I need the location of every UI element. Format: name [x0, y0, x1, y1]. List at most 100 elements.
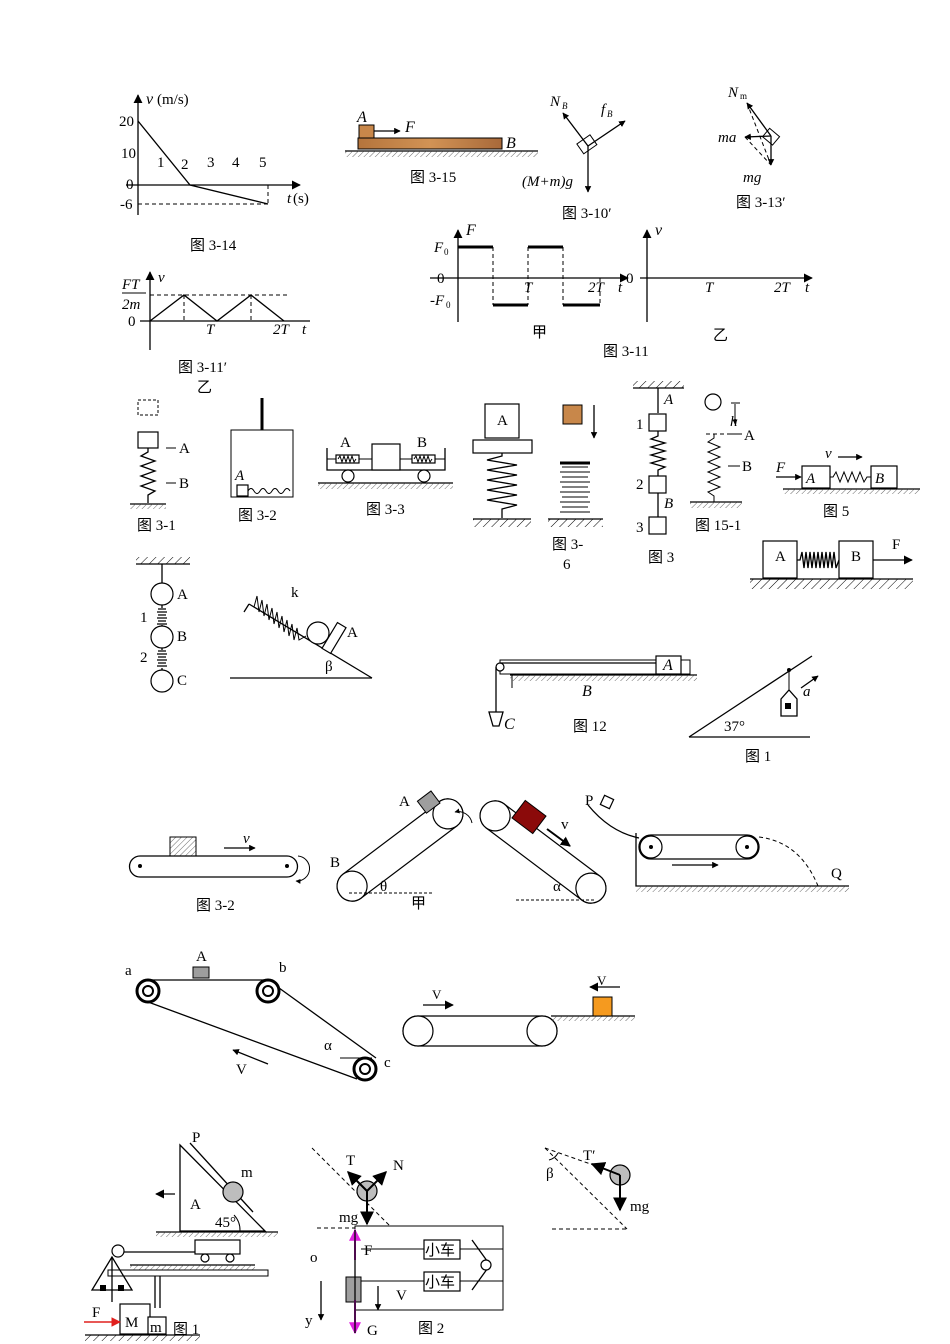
label-2m: 2m — [122, 297, 141, 313]
label-a: A — [234, 468, 245, 484]
label-a: A — [805, 471, 816, 487]
caption-1-pulley: 图 1 — [173, 1321, 199, 1338]
label-b: b — [279, 960, 287, 976]
label-F0: F — [433, 240, 444, 256]
figure-conveyor-orange: V V — [402, 973, 635, 1047]
label-v: v — [561, 817, 569, 833]
svg-text:0: 0 — [446, 300, 451, 310]
figure-15-1: h A B 图 15-1 — [690, 393, 755, 534]
label-0-jia: 0 — [437, 271, 445, 287]
label-v-block: V — [597, 973, 607, 988]
label-a: A — [340, 435, 351, 451]
figure-ab-spring-force: A B F — [750, 537, 913, 589]
figure-jia-conveyors: A B θ v α 甲 — [330, 790, 607, 912]
figure-incline-spring: k A β — [230, 585, 373, 679]
tick-x-1: 1 — [157, 155, 165, 171]
label-jia: 甲 — [532, 325, 547, 341]
caption-1-incline: 图 1 — [745, 748, 771, 765]
figure-3-2-container: A 图 3-2 — [230, 398, 294, 524]
label-beta: β — [546, 1166, 554, 1182]
label-a: A — [399, 794, 410, 810]
label-b: B — [330, 855, 340, 871]
label-G: G — [367, 1323, 378, 1339]
label-2T-jia: 2T — [588, 280, 606, 296]
label-f: F — [92, 1305, 100, 1321]
label-v-belt: V — [432, 987, 442, 1002]
label-1: 1 — [636, 417, 644, 433]
label-0-yi: 0 — [626, 271, 634, 287]
figure-3-hanging: A 1 2 B 3 图 3 — [633, 381, 684, 566]
label-t: t — [302, 322, 307, 338]
label-ma: ma — [718, 130, 736, 146]
label-a: A — [356, 109, 367, 126]
axis-label-t-unit: (s) — [293, 191, 309, 207]
label-alpha: α — [553, 879, 561, 895]
axis-label-v-unit: (m/s) — [157, 92, 189, 108]
label-b: B — [582, 683, 592, 700]
label-car2: 小车 — [425, 1274, 455, 1291]
caption-3-6a: 图 3- — [552, 536, 583, 553]
label-yi: 乙 — [713, 328, 728, 344]
label-T: T — [206, 322, 216, 338]
caption-3-11-prime: 图 3-11′ — [178, 359, 227, 376]
label-a: A — [179, 441, 190, 457]
label-mF0: -F — [430, 293, 445, 309]
figure-3-3: A B 图 3-3 — [318, 435, 453, 518]
label-2: 2 — [140, 650, 148, 666]
figure-wedge: P m A 45° — [155, 1130, 278, 1237]
label-b: B — [742, 459, 752, 475]
label-b: B — [417, 435, 427, 451]
label-beta: β — [325, 659, 333, 675]
caption-15-1: 图 15-1 — [695, 517, 741, 534]
caption-3-15: 图 3-15 — [410, 169, 456, 186]
caption-3-13: 图 3-13′ — [736, 194, 786, 211]
label-b: B — [875, 471, 884, 487]
figure-3-11: F F 0 0 -F 0 T 2T t 甲 v 0 T 2T t 乙 图 3-1… — [430, 222, 813, 360]
figure-2: T N mg F 小车 小车 o y V G 图 2 — [305, 1147, 504, 1339]
axis-label-v: v — [146, 91, 154, 108]
figure-3-13-prime: N m ma mg 图 3-13′ — [718, 85, 786, 211]
label-T: T — [346, 1153, 355, 1169]
label-car1: 小车 — [425, 1242, 455, 1259]
label-F: F — [465, 222, 476, 239]
label-a: A — [744, 428, 755, 444]
caption-2: 图 2 — [418, 1320, 444, 1337]
label-2: 2 — [636, 477, 644, 493]
label-f: F — [404, 119, 415, 136]
label-a-small: a — [125, 963, 132, 979]
label-T-yi: T — [705, 280, 715, 296]
label-1: 1 — [140, 610, 148, 626]
label-T: T′ — [583, 1148, 595, 1164]
caption-3-6b: 6 — [563, 557, 571, 573]
label-b: B — [177, 629, 187, 645]
tick-20: 20 — [119, 114, 134, 130]
label-V: V — [396, 1288, 407, 1304]
figure-pq-belt: P Q — [585, 793, 849, 892]
label-a: A — [497, 413, 508, 429]
caption-5: 图 5 — [823, 503, 849, 520]
figure-12: A B C 图 12 — [488, 655, 697, 735]
label-c: c — [384, 1055, 391, 1071]
label-a: A — [190, 1197, 201, 1213]
velocity-line — [137, 120, 269, 205]
tick-minus6: -6 — [120, 197, 133, 213]
figure-3-1: A B 图 3-1 — [130, 399, 190, 534]
figure-abc-balls: A 1 B 2 C — [136, 557, 190, 693]
sub-yi: 乙 — [197, 380, 212, 396]
label-q: Q — [831, 866, 842, 882]
caption-3-2-conveyor: 图 3-2 — [196, 897, 235, 914]
label-45: 45° — [215, 1215, 236, 1231]
label-v-yi: v — [655, 222, 663, 239]
label-T-jia: T — [524, 280, 534, 296]
label-c: C — [177, 673, 187, 689]
figure-3-11-prime: FT 2m v 0 T 2T t 图 3-11′ 乙 — [121, 270, 310, 396]
label-b: B — [179, 476, 189, 492]
label-h: h — [730, 414, 738, 430]
label-ft: FT — [121, 277, 141, 293]
label-3: 3 — [636, 520, 644, 536]
label-nm: N — [727, 85, 739, 101]
label-0: 0 — [128, 314, 136, 330]
label-b: B — [506, 135, 516, 152]
label-m: m — [150, 1320, 162, 1336]
